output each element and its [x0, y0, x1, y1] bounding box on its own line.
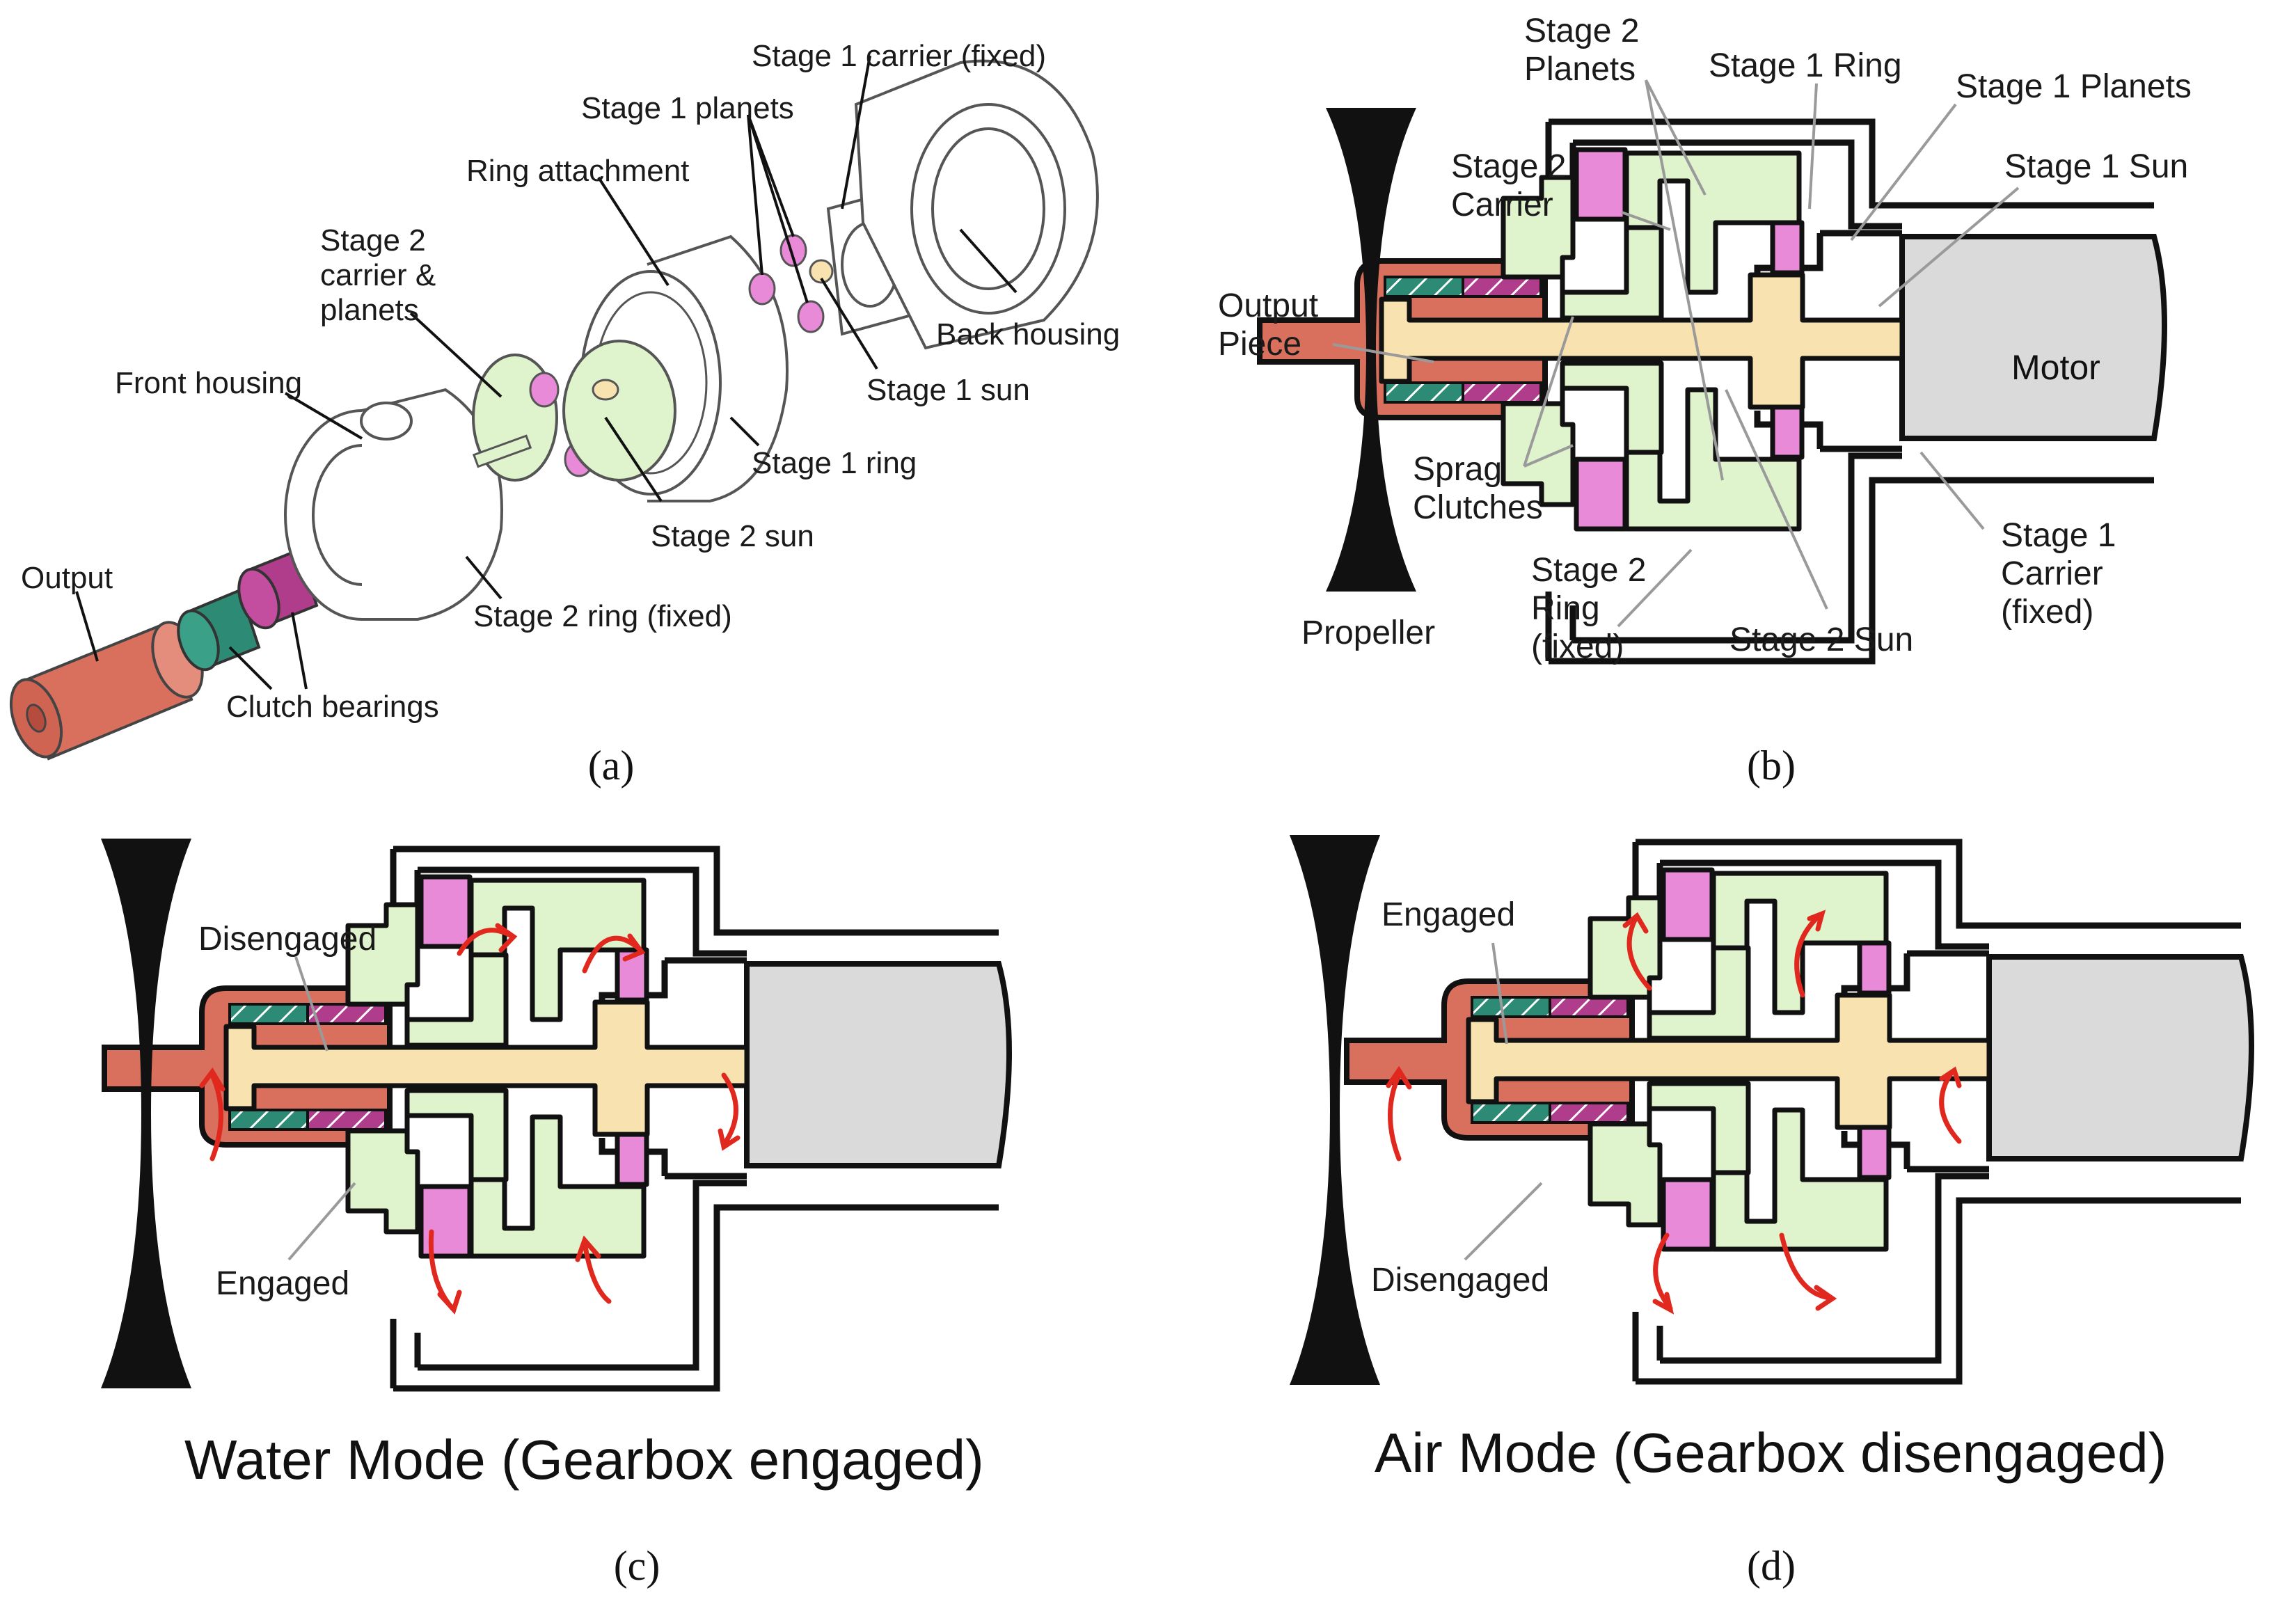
- stage1-planets-part: [748, 234, 834, 333]
- label-stage2-carrier-line2: carrier &: [320, 258, 436, 292]
- panel-c-water-mode: Disengaged Engaged Water Mode (Gearbox e…: [101, 839, 1009, 1589]
- label-d-disengaged: Disengaged: [1371, 1262, 1549, 1299]
- label-b-stage1-ring: Stage 1 Ring: [1709, 47, 1902, 84]
- label-b-stage2-ring-line2: Ring: [1531, 590, 1600, 627]
- label-b-stage2-ring-line3: (fixed): [1531, 628, 1624, 665]
- rotation-arrows-d: [1386, 910, 1962, 1315]
- label-b-stage2-sun: Stage 2 Sun: [1729, 621, 1913, 658]
- caption-d: (d): [1747, 1543, 1796, 1589]
- caption-a: (a): [588, 743, 635, 788]
- label-stage2-sun: Stage 2 sun: [651, 519, 814, 553]
- label-stage2-carrier-line3: planets: [320, 293, 419, 327]
- label-output: Output: [21, 561, 113, 595]
- label-stage1-sun: Stage 1 sun: [866, 373, 1030, 407]
- label-b-stage2-ring-line1: Stage 2: [1531, 552, 1646, 589]
- label-b-output-piece-line1: Output: [1218, 287, 1318, 324]
- back-housing-part: [826, 59, 1099, 350]
- label-c-engaged: Engaged: [216, 1265, 349, 1302]
- caption-b: (b): [1747, 743, 1796, 788]
- title-air-mode: Air Mode (Gearbox disengaged): [1375, 1422, 2167, 1484]
- label-b-stage2-planets-line1: Stage 2: [1524, 13, 1639, 49]
- label-d-engaged: Engaged: [1381, 896, 1515, 933]
- label-b-sprag-line1: Sprag: [1413, 451, 1502, 488]
- label-stage1-planets: Stage 1 planets: [581, 91, 794, 125]
- rotation-arrows-c: [199, 923, 741, 1315]
- label-stage1-ring: Stage 1 ring: [752, 446, 917, 480]
- label-b-stage1-carrier-line3: (fixed): [2001, 594, 2093, 631]
- caption-c: (c): [614, 1543, 660, 1589]
- label-stage2-ring: Stage 2 ring (fixed): [473, 599, 732, 633]
- label-b-stage2-planets-line2: Planets: [1524, 51, 1636, 88]
- label-b-stage1-sun: Stage 1 Sun: [2004, 148, 2188, 185]
- panel-b-cross-section: Stage 2 Planets Stage 1 Ring Stage 1 Pla…: [1218, 13, 2192, 788]
- title-water-mode: Water Mode (Gearbox engaged): [184, 1429, 984, 1491]
- ring-attachment-part: [562, 235, 789, 502]
- label-b-output-piece-line2: Piece: [1218, 326, 1301, 363]
- label-stage2-carrier-line1: Stage 2: [320, 223, 426, 257]
- label-b-stage2-carrier-line2: Carrier: [1451, 187, 1553, 223]
- front-housing-part: [284, 388, 503, 621]
- label-b-stage1-carrier-line1: Stage 1: [2001, 517, 2116, 554]
- label-b-sprag-line2: Clutches: [1413, 489, 1543, 526]
- panel-a-exploded-view: Stage 1 carrier (fixed) Stage 1 planets …: [9, 39, 1120, 788]
- panel-d-air-mode: Engaged Disengaged Air Mode (Gearbox dis…: [1290, 835, 2251, 1589]
- label-ring-attachment: Ring attachment: [466, 154, 689, 188]
- label-b-stage2-carrier-line1: Stage 2: [1451, 148, 1566, 185]
- label-b-motor: Motor: [2011, 348, 2100, 387]
- label-b-stage1-planets: Stage 1 Planets: [1956, 68, 2192, 105]
- propeller-c: [101, 839, 191, 1388]
- label-stage1-carrier: Stage 1 carrier (fixed): [752, 39, 1046, 73]
- label-clutch-bearings: Clutch bearings: [226, 690, 439, 724]
- label-back-housing: Back housing: [936, 317, 1120, 351]
- label-b-stage1-carrier-line2: Carrier: [2001, 555, 2103, 592]
- label-front-housing: Front housing: [115, 366, 302, 400]
- label-b-propeller: Propeller: [1301, 614, 1435, 651]
- label-c-disengaged: Disengaged: [198, 921, 377, 958]
- propeller-d: [1290, 835, 1380, 1385]
- output-part: [9, 621, 204, 761]
